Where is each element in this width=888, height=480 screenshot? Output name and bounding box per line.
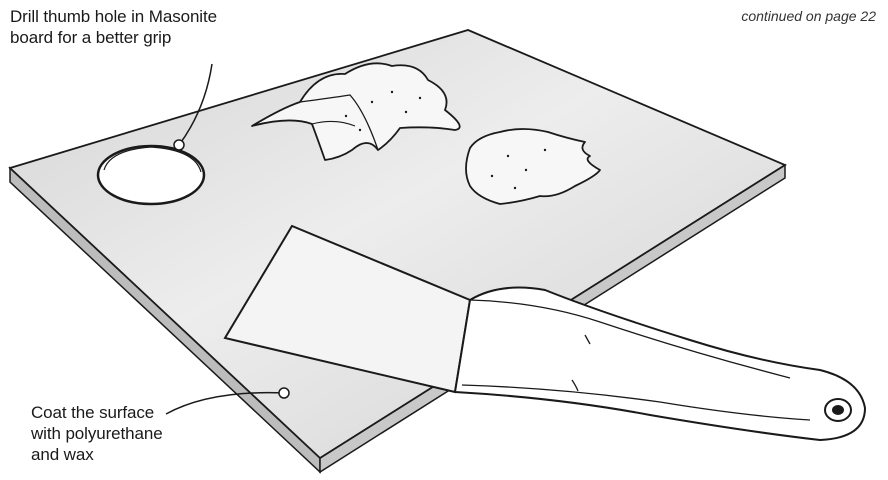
paint-dab-left <box>251 62 461 161</box>
page-continuation-note: continued on page 22 <box>741 8 876 24</box>
callout-coating-line-1: Coat the surface <box>31 403 155 422</box>
board-top <box>8 29 787 460</box>
callout-coating: Coat the surface with polyurethane and w… <box>31 402 163 465</box>
callout-thumb-hole-line-2: board for a better grip <box>10 28 172 47</box>
knife-handle <box>454 286 866 441</box>
leader-thumb-hole <box>173 63 213 151</box>
thumb-hole <box>96 144 206 206</box>
callout-thumb-hole: Drill thumb hole in Masonite board for a… <box>10 6 217 48</box>
leader-coating <box>165 387 290 415</box>
palette-knife <box>223 224 866 441</box>
callout-coating-line-3: and wax <box>31 445 94 464</box>
paint-dab-right <box>465 128 601 205</box>
callout-thumb-hole-line-1: Drill thumb hole in Masonite <box>10 7 217 26</box>
callout-coating-line-2: with polyurethane <box>31 424 163 443</box>
